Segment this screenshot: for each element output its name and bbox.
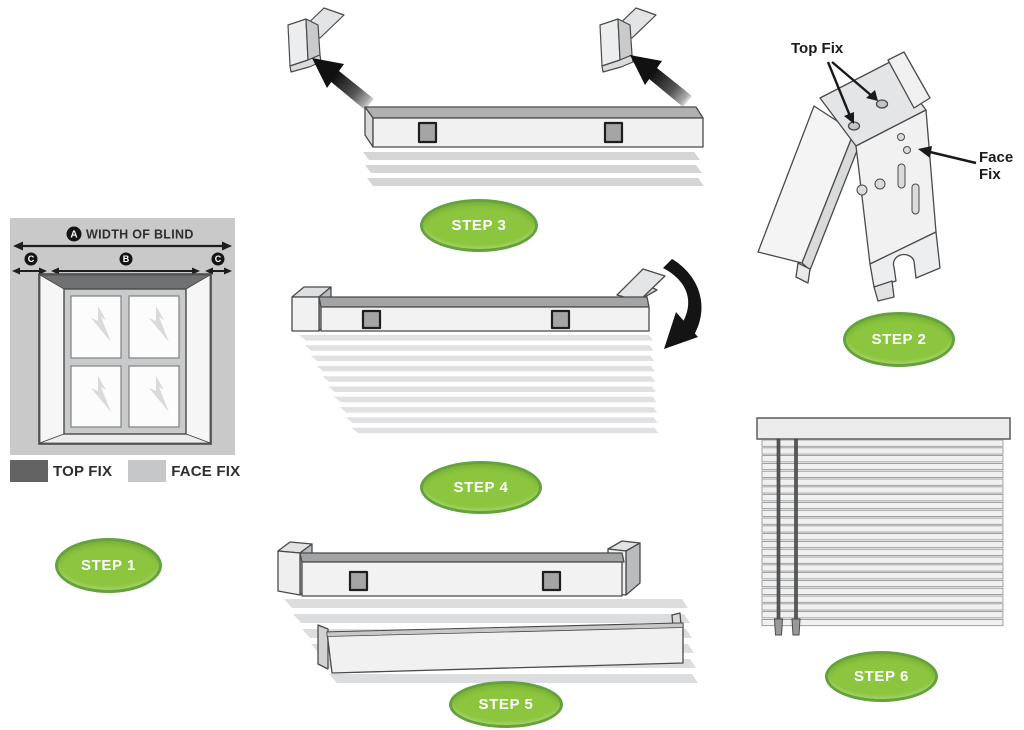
valance [317, 612, 684, 674]
top-fix-legend-label: TOP FIX [53, 462, 113, 480]
top-fix-callout: Top Fix [791, 40, 844, 57]
step-3-label: STEP 3 [451, 217, 507, 234]
step5-illustration [277, 540, 698, 683]
headrail [756, 417, 1011, 440]
face-fix-callout: Face Fix [979, 149, 1014, 183]
width-of-blind-label: WIDTH OF BLIND [86, 228, 194, 242]
lift-cords [773, 438, 801, 636]
right-open-flap [616, 268, 666, 302]
marker-c-left-label: C [28, 254, 35, 264]
step-6-badge: STEP 6 [825, 651, 938, 702]
step4-illustration [291, 259, 702, 434]
fix-legend: TOP FIX FACE FIX [10, 459, 240, 483]
step3-illustration [287, 7, 704, 186]
headrail [299, 552, 625, 597]
slat-stack [299, 335, 659, 434]
left-up-arrow-icon [312, 58, 374, 110]
face-fix-swatch [128, 460, 167, 482]
slat-shadows [363, 152, 704, 186]
step-4-label: STEP 4 [453, 479, 509, 496]
headrail [318, 296, 650, 332]
step6-illustration [756, 417, 1011, 636]
top-fix-arrows [826, 61, 873, 117]
rotate-down-arrow-icon [663, 259, 702, 349]
step-1-badge: STEP 1 [55, 538, 162, 593]
face-fix-legend-label: FACE FIX [171, 462, 241, 480]
glass-glare-icon [91, 306, 169, 412]
marker-c-right-icon [211, 252, 225, 266]
marker-c-right-label: C [215, 254, 222, 264]
step2-illustration [757, 51, 977, 302]
marker-a-icon [66, 226, 82, 242]
headrail [364, 106, 704, 148]
marker-b-label: B [123, 254, 130, 264]
step-2-label: STEP 2 [871, 331, 927, 348]
step-1-label: STEP 1 [80, 557, 137, 574]
bracket-detail [757, 51, 941, 302]
step-6-label: STEP 6 [853, 668, 910, 685]
marker-c-left-icon [24, 252, 38, 266]
right-up-arrow-icon [630, 55, 692, 107]
slat-stack [761, 439, 1004, 627]
window-illustration [38, 273, 212, 445]
step-5-label: STEP 5 [478, 696, 534, 713]
window-measurement-illustration: A WIDTH OF BLIND C B C [10, 218, 235, 455]
step-4-badge: STEP 4 [420, 461, 542, 514]
top-fix-swatch [10, 460, 48, 482]
face-fix-arrow-line [929, 150, 977, 165]
marker-b-icon [119, 252, 133, 266]
step-5-badge: STEP 5 [449, 681, 563, 728]
step-3-badge: STEP 3 [420, 199, 538, 252]
step-2-badge: STEP 2 [843, 312, 955, 367]
marker-a-label: A [70, 230, 77, 241]
